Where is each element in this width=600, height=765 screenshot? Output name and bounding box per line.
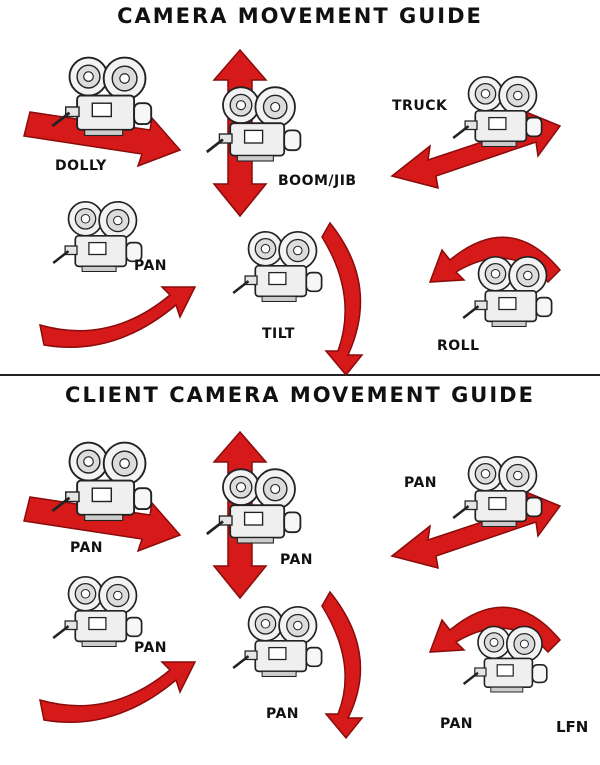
client-tilt-panel — [230, 590, 420, 765]
camera-icon — [462, 625, 548, 694]
dolly-label: DOLLY — [55, 158, 107, 174]
camera-icon — [451, 75, 543, 148]
client-label-3: PAN — [404, 475, 438, 491]
truck-panel — [390, 60, 580, 235]
client-label-6: PAN — [440, 716, 474, 732]
dolly-arrow — [23, 111, 182, 168]
pan-label: PAN — [134, 258, 168, 274]
pan-panel — [30, 195, 220, 370]
tilt-label: TILT — [262, 326, 295, 342]
client-dolly-panel — [20, 425, 210, 600]
roll-label: ROLL — [437, 338, 480, 354]
camera-icon — [51, 575, 143, 648]
client-roll-panel — [410, 590, 600, 765]
client-guide-title: CLIENT CAMERA MOVEMENT GUIDE — [65, 383, 535, 407]
logo-text: LFN — [556, 718, 589, 736]
camera-icon — [231, 230, 323, 303]
camera-icon — [451, 455, 543, 528]
camera-icon — [205, 467, 302, 545]
client-label-4: PAN — [134, 640, 168, 656]
boom-panel — [200, 48, 390, 225]
section-divider — [0, 374, 600, 376]
camera-icon — [461, 255, 553, 328]
camera-icon — [205, 85, 302, 163]
client-boom-panel — [200, 430, 390, 607]
client-label-1: PAN — [70, 540, 104, 556]
guide-title: CAMERA MOVEMENT GUIDE — [117, 4, 483, 28]
tilt-panel — [230, 215, 420, 390]
client-label-2: PAN — [280, 552, 314, 568]
camera-icon — [231, 605, 323, 678]
tilt-arrow — [321, 221, 364, 377]
boom-label: BOOM/JIB — [278, 173, 357, 189]
camera-icon — [51, 200, 143, 273]
pan-arrow — [39, 286, 197, 348]
client-label-5: PAN — [266, 706, 300, 722]
client-pan-panel — [30, 570, 220, 745]
roll-panel — [410, 220, 600, 395]
lfn-logo: LFN — [556, 718, 588, 736]
truck-label: TRUCK — [392, 98, 448, 114]
dolly-panel — [20, 40, 210, 215]
client-truck-panel — [390, 440, 580, 615]
